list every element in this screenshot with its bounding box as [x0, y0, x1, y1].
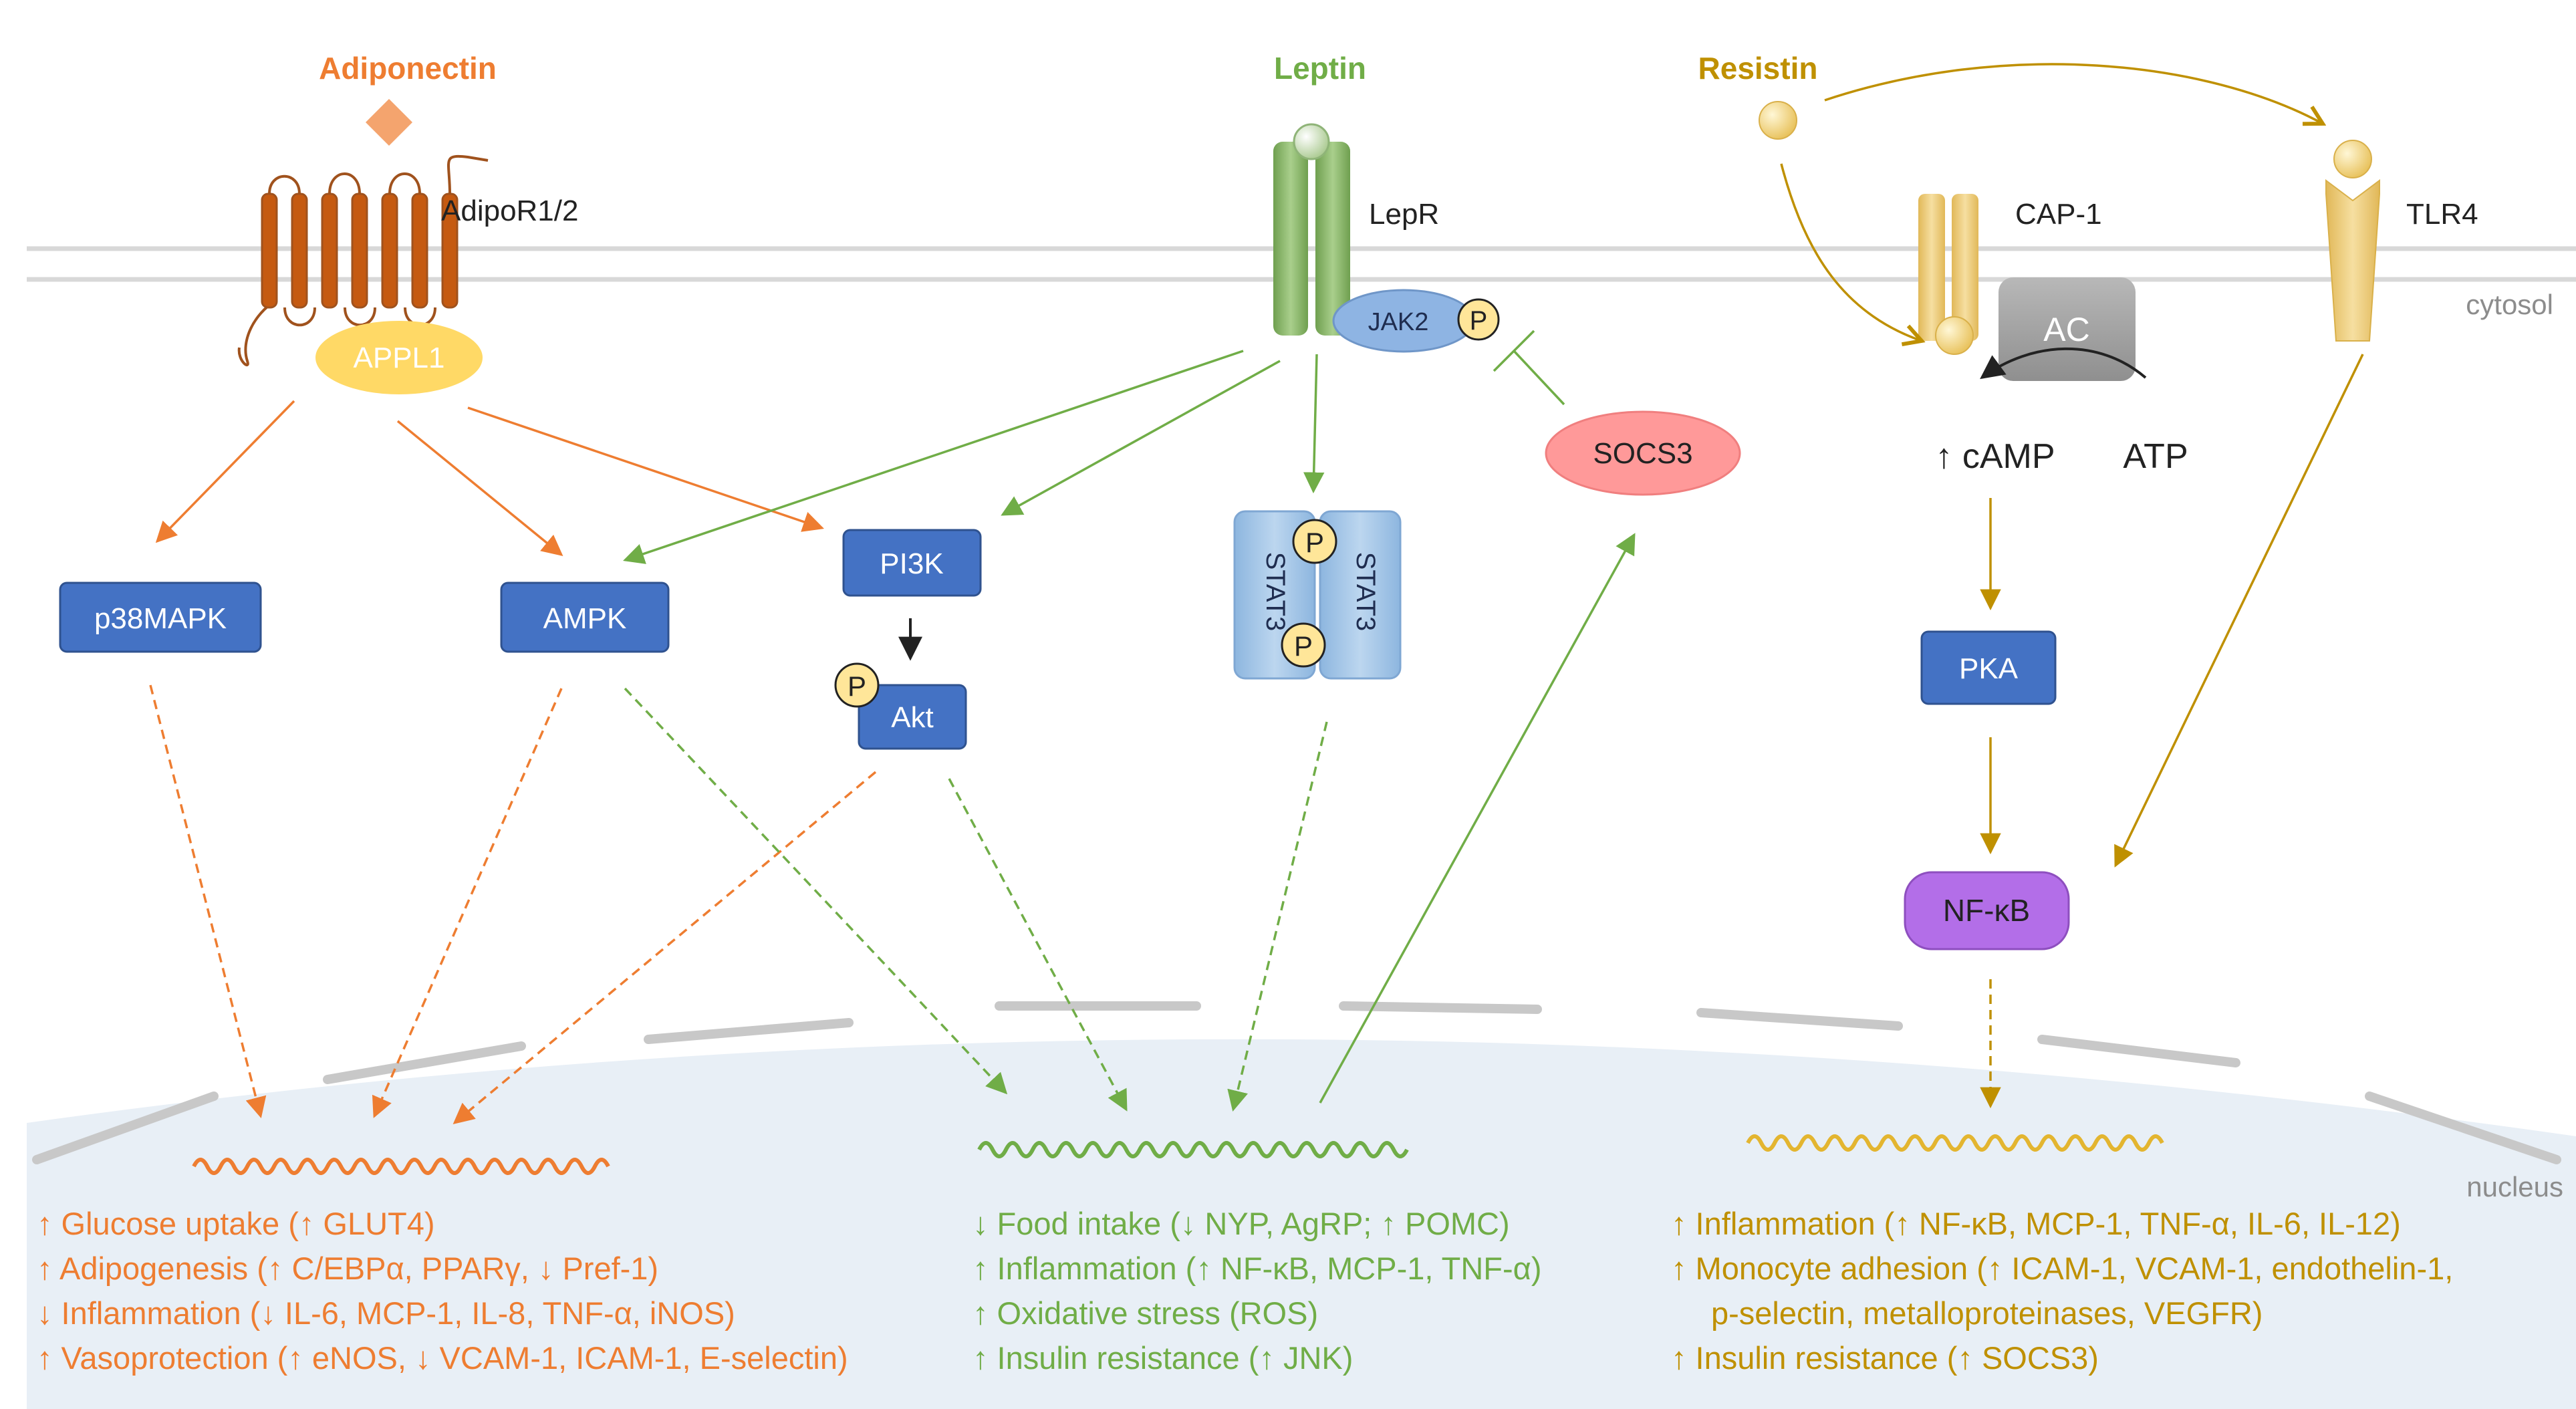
- stat3-phospho-bottom: [1281, 622, 1326, 668]
- dna-resistin: [1746, 1134, 2164, 1152]
- dna-adiponectin: [192, 1158, 610, 1175]
- ampk-node: [500, 582, 670, 653]
- appl1-label: APPL1: [354, 342, 445, 374]
- stat3-left-label: STAT3: [1261, 552, 1290, 632]
- socs3-label: SOCS3: [1593, 437, 1692, 470]
- pka-label: PKA: [1959, 652, 2019, 685]
- leptin-effect-4: ↑ Insulin resistance (↑ JNK): [973, 1340, 1353, 1376]
- tlr4-receptor: [2325, 140, 2380, 342]
- camp-label: ↑ cAMP: [1935, 437, 2055, 476]
- stat3-right-label: STAT3: [1351, 552, 1380, 632]
- lepr-receptor: [1273, 123, 1350, 336]
- adiponectin-arrows: [149, 400, 877, 1125]
- leptin-arrows: [623, 330, 1636, 1112]
- adiponectin-effects: ↑ Glucose uptake (↑ GLUT4) ↑ Adipogenesi…: [37, 1206, 848, 1376]
- cytosol-label: cytosol: [2466, 289, 2553, 320]
- p38mapk-node: [59, 582, 262, 653]
- nuclear-pores: [32, 1001, 2561, 1164]
- nucleus-label: nucleus: [2466, 1171, 2563, 1202]
- resistin-effect-2: ↑ Monocyte adhesion (↑ ICAM-1, VCAM-1, e…: [1671, 1251, 2453, 1286]
- adiponectin-effect-1: ↑ Glucose uptake (↑ GLUT4): [37, 1206, 435, 1241]
- stat3-phospho-top-label: P: [1305, 527, 1324, 558]
- jak2-label: JAK2: [1368, 308, 1429, 336]
- leptin-effect-1: ↓ Food intake (↓ NYP, AgRP; ↑ POMC): [973, 1206, 1510, 1241]
- p38mapk-label: p38MAPK: [94, 602, 227, 635]
- resistin-effect-3: p-selectin, metalloproteinases, VEGFR): [1711, 1295, 2263, 1331]
- adiponectin-effect-4: ↑ Vasoprotection (↑ eNOS, ↓ VCAM-1, ICAM…: [37, 1340, 848, 1376]
- atp-label: ATP: [2123, 437, 2188, 476]
- resistin-title: Resistin: [1698, 51, 1818, 86]
- nfkb-label: NF-κB: [1943, 893, 2030, 928]
- akt-node: [858, 684, 967, 750]
- stat3-phospho-bottom-label: P: [1294, 630, 1313, 662]
- resistin-ligand: [1759, 101, 1797, 140]
- socs3-node: [1545, 410, 1741, 496]
- nucleus: [27, 1039, 2576, 1409]
- ac-label: AC: [2043, 311, 2089, 348]
- leptin-effects: ↓ Food intake (↓ NYP, AgRP; ↑ POMC) ↑ In…: [973, 1206, 1542, 1376]
- pi3k-label: PI3K: [880, 547, 943, 580]
- atp-to-camp-arrow: [1980, 347, 2147, 380]
- leptin-title: Leptin: [1274, 51, 1366, 86]
- jak2-phospho: [1457, 298, 1500, 341]
- jak2-phospho-label: P: [1470, 306, 1488, 336]
- adiponectin-effect-2: ↑ Adipogenesis (↑ C/EBPα, PPARγ, ↓ Pref-…: [37, 1251, 658, 1286]
- pka-node: [1920, 630, 2057, 705]
- ac-node: [1999, 277, 2136, 381]
- resistin-arrows: [1780, 63, 2364, 1109]
- akt-phospho-label: P: [848, 670, 866, 702]
- adipor-receptor: [237, 154, 489, 367]
- akt-phospho: [834, 662, 880, 708]
- adiponectin-ligand: [366, 99, 412, 146]
- leptin-effect-3: ↑ Oxidative stress (ROS): [973, 1295, 1318, 1331]
- stat3-phospho-top: [1292, 519, 1337, 564]
- resistin-effect-1: ↑ Inflammation (↑ NF-κB, MCP-1, TNF-α, I…: [1671, 1206, 2401, 1241]
- pi3k-node: [842, 529, 982, 597]
- lepr-label: LepR: [1369, 198, 1439, 231]
- adiponectin-effect-3: ↓ Inflammation (↓ IL-6, MCP-1, IL-8, TNF…: [37, 1295, 735, 1331]
- adipor-label: AdipoR1/2: [441, 195, 578, 227]
- cap1-receptor: [1918, 194, 1978, 355]
- akt-label: Akt: [891, 701, 934, 734]
- leptin-effect-2: ↑ Inflammation (↑ NF-κB, MCP-1, TNF-α): [973, 1251, 1542, 1286]
- dna-leptin: [977, 1141, 1409, 1158]
- cap1-label: CAP-1: [2015, 198, 2102, 231]
- nfkb-node: [1904, 871, 2070, 950]
- appl1-node: [315, 321, 483, 394]
- resistin-effects: ↑ Inflammation (↑ NF-κB, MCP-1, TNF-α, I…: [1671, 1206, 2453, 1376]
- resistin-effect-4: ↑ Insulin resistance (↑ SOCS3): [1671, 1340, 2099, 1376]
- tlr4-label: TLR4: [2406, 198, 2478, 231]
- adiponectin-title: Adiponectin: [319, 51, 497, 86]
- ampk-label: AMPK: [543, 602, 627, 635]
